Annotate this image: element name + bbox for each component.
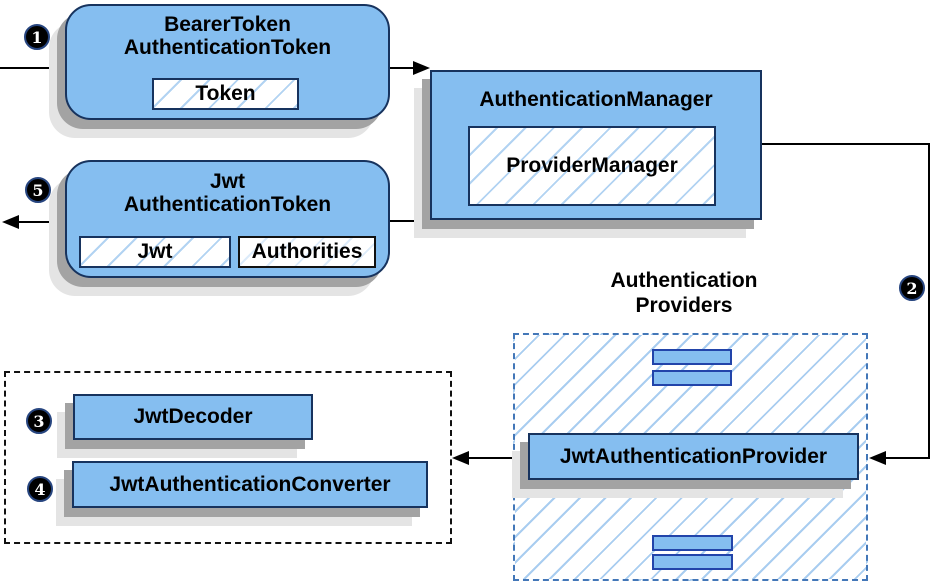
- arrow-left-icon: [2, 215, 19, 229]
- step-badge-1: 1: [24, 24, 50, 50]
- other-provider-rect: [652, 349, 732, 365]
- jwt-token-box-title-line2: AuthenticationToken: [123, 193, 332, 216]
- bearer-token-box-title-line1: BearerToken: [164, 13, 291, 36]
- jwt-token-box-title: Jwt AuthenticationToken: [67, 162, 388, 216]
- step-badge-3: 3: [26, 408, 52, 434]
- jwt-authentication-converter-box: JwtAuthenticationConverter: [72, 461, 428, 508]
- provider-manager-chip: ProviderManager: [468, 126, 716, 206]
- manager-to-provider-line: [762, 143, 930, 459]
- authentication-providers-label: Authentication Providers: [594, 268, 774, 318]
- authorities-chip: Authorities: [238, 236, 376, 268]
- jwt-decoder-box: JwtDecoder: [73, 394, 313, 440]
- step-badge-2: 2: [899, 275, 925, 301]
- bearer-token-box-title: BearerToken AuthenticationToken: [67, 6, 388, 59]
- arrow-left-icon: [452, 451, 469, 465]
- other-provider-rect: [652, 370, 732, 386]
- token-chip: Token: [152, 78, 299, 110]
- step-badge-5: 5: [25, 177, 51, 203]
- jwt-authentication-token-box: Jwt AuthenticationToken Jwt Authorities: [65, 160, 390, 278]
- jwt-authentication-provider-box: JwtAuthenticationProvider: [528, 433, 859, 480]
- decoder-converter-container: [4, 371, 452, 544]
- arrow-right-icon: [413, 61, 430, 75]
- other-provider-rect: [652, 554, 733, 570]
- bearer-token-box-title-line2: AuthenticationToken: [123, 36, 332, 59]
- jwt-chip: Jwt: [79, 236, 231, 268]
- jwt-token-box-title-line1: Jwt: [209, 170, 245, 193]
- authentication-providers-label-line1: Authentication: [610, 269, 758, 292]
- authentication-manager-box: AuthenticationManager ProviderManager: [430, 70, 762, 220]
- authentication-providers-label-line2: Providers: [635, 294, 733, 317]
- other-provider-rect: [652, 535, 733, 551]
- arrow-left-icon: [869, 451, 886, 465]
- authentication-manager-title: AuthenticationManager: [479, 88, 713, 111]
- bearer-token-authentication-token-box: BearerToken AuthenticationToken Token: [65, 4, 390, 120]
- step-badge-4: 4: [27, 476, 53, 502]
